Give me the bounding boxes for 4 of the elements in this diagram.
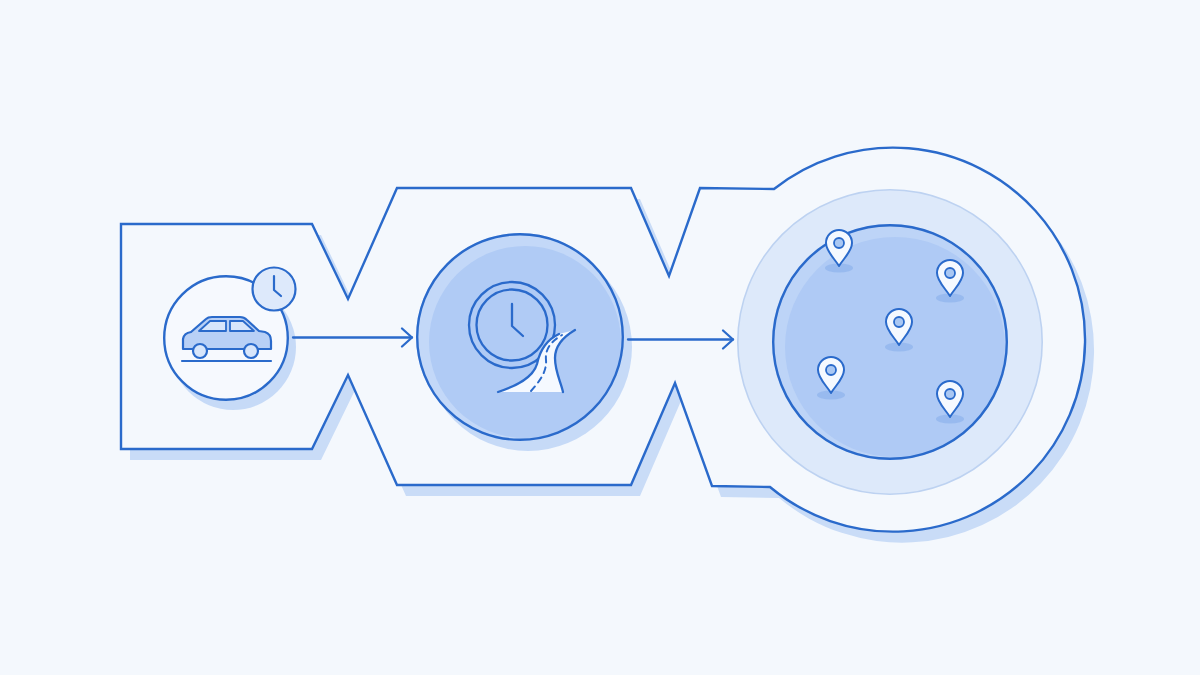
arrow: [626, 329, 735, 350]
arrow: [291, 327, 414, 348]
map-circle: [737, 189, 1043, 495]
clock-road-circle: [416, 233, 624, 441]
